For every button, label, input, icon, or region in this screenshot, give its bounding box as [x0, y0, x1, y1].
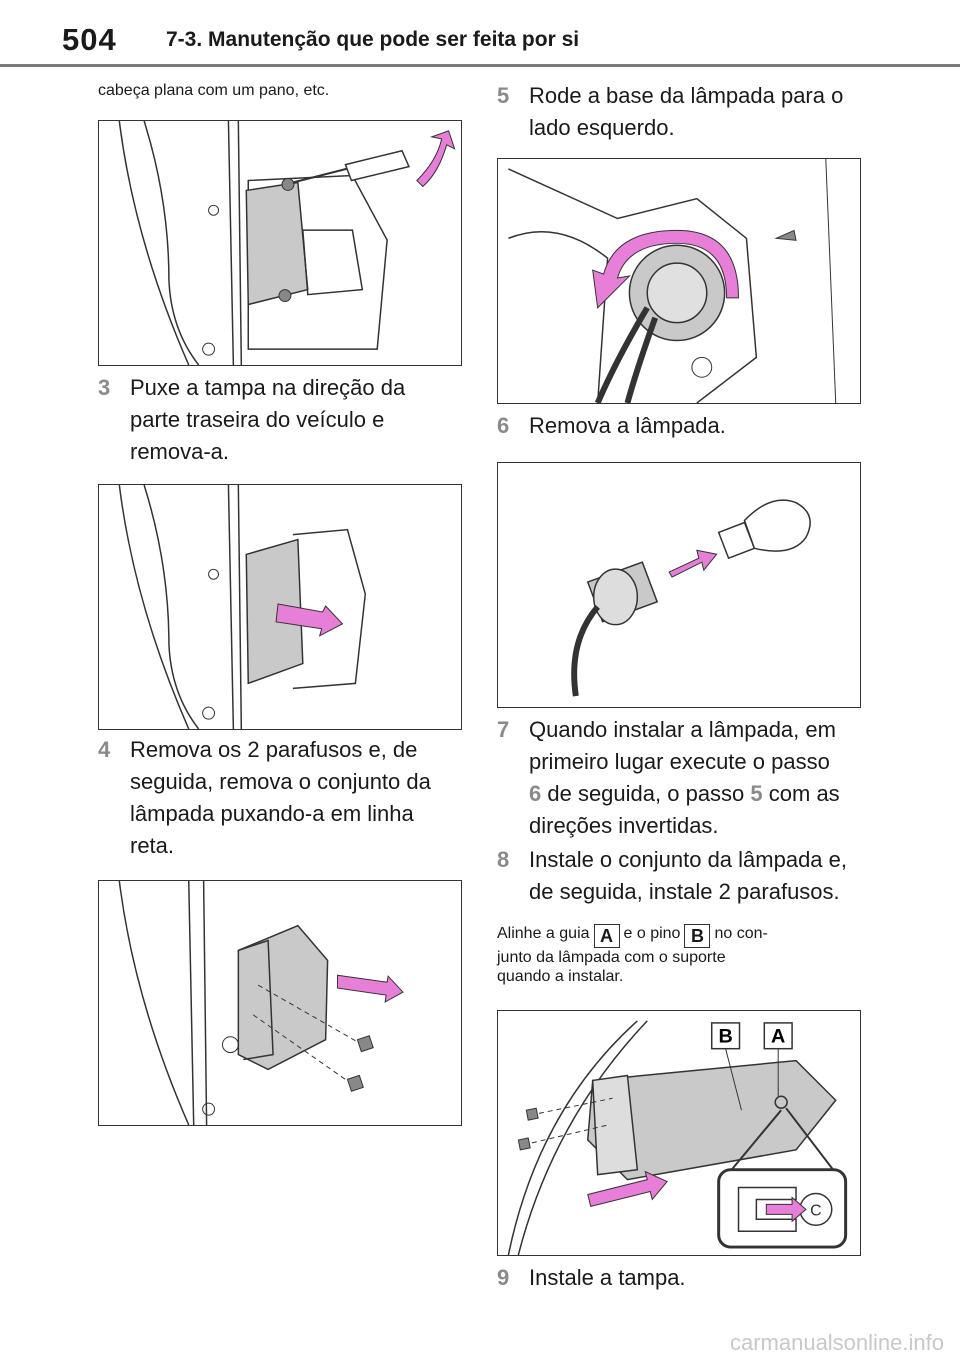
step-text-fragment: de seguida, o passo [541, 781, 751, 806]
step-text-line: de seguida, instale 2 parafusos. [529, 879, 840, 904]
step-text-line: primeiro lugar execute o passo [529, 749, 830, 774]
section-title: 7-3. Manutenção que pode ser feita por s… [166, 28, 580, 51]
watermark: carmanualsonline.info [729, 1330, 944, 1355]
figure-label-a: A [771, 1026, 785, 1048]
label-a-box: A [593, 924, 620, 948]
step-text-line: Remova os 2 parafusos e, de [130, 737, 418, 762]
figure-screwdriver-cover [98, 120, 462, 366]
figure-pull-cover [98, 484, 462, 730]
page-header: 504 7-3. Manutenção que pode ser feita p… [0, 0, 960, 67]
step-text-line: 6 de seguida, o passo 5 com as [529, 778, 840, 810]
figure-install-lamp: B A C [497, 1010, 861, 1256]
page-number: 504 [62, 22, 117, 57]
figure-label-b: B [718, 1026, 732, 1048]
step-number: 3 [98, 375, 111, 400]
step-text-fragment: com as [762, 781, 840, 806]
note-fragment: no con- [714, 925, 768, 942]
step-text-line: Quando instalar a lâmpada, em [529, 717, 836, 742]
step-number: 8 [497, 847, 510, 872]
note-fragment: e o pino [623, 925, 681, 942]
note-fragment: Alinhe a guia [497, 925, 590, 942]
step-text-line: Instale o conjunto da lâmpada e, [529, 847, 848, 872]
step-text-line: direções invertidas. [529, 813, 719, 838]
step-text-line: reta. [130, 833, 175, 858]
step-reference: 6 [529, 781, 542, 806]
step-number: 9 [497, 1265, 510, 1290]
figure-remove-screws [98, 880, 462, 1126]
step-text-line: Remova a lâmpada. [529, 413, 726, 438]
step-number: 4 [98, 737, 111, 762]
step-text-line: lâmpada puxando-a em linha [130, 801, 414, 826]
step-text-line: Puxe a tampa na direção da [130, 375, 406, 400]
intro-text: cabeça plana com um pano, etc. [98, 82, 330, 99]
figure-rotate-bulb-base [497, 158, 861, 404]
figure-remove-bulb [497, 462, 861, 708]
figure-label-c: C [810, 1202, 821, 1219]
note-line: quando a instalar. [497, 968, 624, 985]
step-text-line: parte traseira do veículo e [130, 407, 385, 432]
step-number: 7 [497, 717, 510, 742]
note-line: junto da lâmpada com o suporte [497, 949, 726, 966]
step-text-line: seguida, remova o conjunto da [130, 769, 431, 794]
step-number: 6 [497, 413, 510, 438]
step-text-line: Rode a base da lâmpada para o [529, 83, 844, 108]
header-rule [0, 64, 960, 67]
step-text-line: lado esquerdo. [529, 115, 675, 140]
step-number: 5 [497, 83, 510, 108]
step-text-line: Instale a tampa. [529, 1265, 686, 1290]
label-b-box: B [684, 924, 711, 948]
step-text-line: remova-a. [130, 439, 230, 464]
step-reference: 5 [750, 781, 763, 806]
